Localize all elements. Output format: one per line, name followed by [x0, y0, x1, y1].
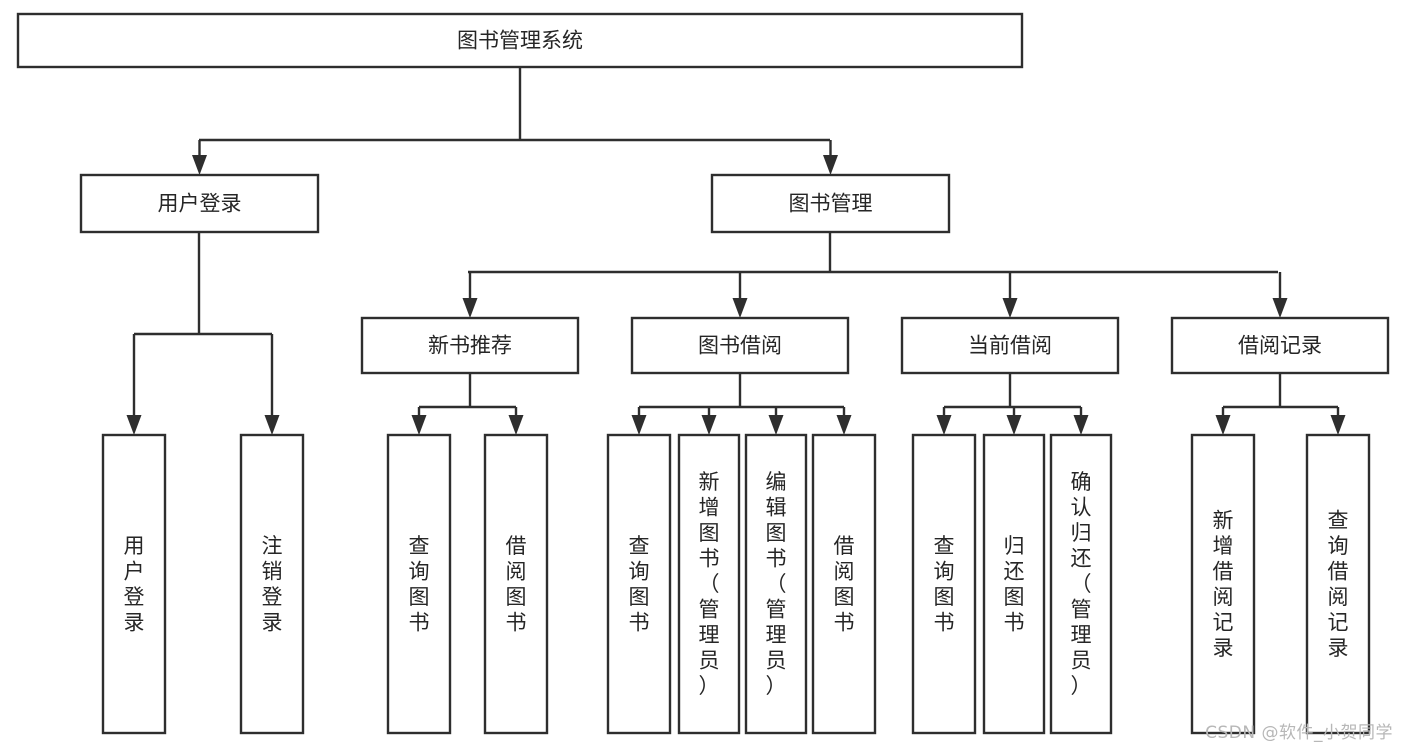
- connector-bar-book-management: [468, 232, 1278, 274]
- node-leaf-borrow-book-1[interactable]: 借阅图书: [483, 433, 549, 735]
- edge-borrow-record-to-leaf-add-record: [1215, 407, 1231, 435]
- node-leaf-return-book[interactable]: 归还图书: [982, 433, 1046, 735]
- node-label: 查询图书: [629, 534, 650, 635]
- node-book-borrow[interactable]: 图书借阅: [630, 316, 850, 375]
- node-label: 当前借阅: [968, 334, 1052, 358]
- node-current-borrow[interactable]: 当前借阅: [900, 316, 1120, 375]
- edge-book-borrow-to-leaf-borrow-book-2: [836, 407, 852, 435]
- node-leaf-edit-book[interactable]: 编辑图书（管理员）: [744, 433, 808, 735]
- node-label: 新增图书（管理员）: [699, 470, 720, 698]
- edge-new-book-recommend-to-leaf-query-book-1: [411, 407, 427, 435]
- node-leaf-borrow-book-2[interactable]: 借阅图书: [811, 433, 877, 735]
- node-label: 新增借阅记录: [1213, 508, 1234, 660]
- node-label: 借阅图书: [834, 534, 855, 635]
- node-leaf-confirm-return[interactable]: 确认归还（管理员）: [1049, 433, 1113, 735]
- node-label: 查询借阅记录: [1328, 508, 1349, 660]
- connector-bar-borrow-record: [1223, 373, 1338, 409]
- edge-book-management-to-new-book-recommend: [462, 272, 478, 318]
- node-leaf-add-record[interactable]: 新增借阅记录: [1190, 433, 1256, 735]
- node-label: 图书管理: [789, 192, 873, 216]
- edge-book-borrow-to-leaf-query-book-2: [631, 407, 647, 435]
- node-label: 借阅记录: [1238, 334, 1322, 358]
- node-leaf-query-book-1[interactable]: 查询图书: [386, 433, 452, 735]
- node-leaf-logout[interactable]: 注销登录: [239, 433, 305, 735]
- node-leaf-add-book[interactable]: 新增图书（管理员）: [677, 433, 741, 735]
- node-label: 查询图书: [934, 534, 955, 635]
- connector-bar-root: [199, 67, 830, 142]
- edge-book-management-to-borrow-record: [1272, 272, 1288, 318]
- node-label: 编辑图书（管理员）: [766, 470, 787, 698]
- connector-bar-user-login: [134, 232, 272, 336]
- node-label: 图书管理系统: [457, 29, 583, 53]
- node-book-management[interactable]: 图书管理: [710, 173, 951, 234]
- edge-user-login-to-leaf-logout: [264, 334, 280, 435]
- node-leaf-user-login[interactable]: 用户登录: [101, 433, 167, 735]
- node-label: 注销登录: [262, 534, 283, 635]
- edge-borrow-record-to-leaf-query-record: [1330, 407, 1346, 435]
- csdn-watermark: CSDN @软件_小贺同学: [1205, 723, 1393, 743]
- node-leaf-query-book-3[interactable]: 查询图书: [911, 433, 977, 735]
- node-borrow-record[interactable]: 借阅记录: [1170, 316, 1390, 375]
- node-label: 新书推荐: [428, 334, 512, 358]
- edge-current-borrow-to-leaf-return-book: [1006, 407, 1022, 435]
- node-user-login[interactable]: 用户登录: [79, 173, 320, 234]
- node-new-book-recommend[interactable]: 新书推荐: [360, 316, 580, 375]
- connectors-layer: [126, 67, 1346, 435]
- nodes-layer: 图书管理系统用户登录图书管理新书推荐图书借阅当前借阅借阅记录用户登录注销登录查询…: [16, 12, 1390, 735]
- node-label: 用户登录: [158, 192, 242, 216]
- edge-book-borrow-to-leaf-add-book: [701, 407, 717, 435]
- node-label: 图书借阅: [698, 334, 782, 358]
- edge-root-to-user-login: [192, 140, 207, 175]
- connector-bar-new-book: [419, 373, 516, 409]
- edge-current-borrow-to-leaf-query-book-3: [936, 407, 952, 435]
- edge-book-management-to-current-borrow: [1002, 272, 1018, 318]
- edge-new-book-recommend-to-leaf-borrow-book-1: [508, 407, 524, 435]
- node-label: 确认归还（管理员）: [1071, 470, 1092, 698]
- node-leaf-query-book-2[interactable]: 查询图书: [606, 433, 672, 735]
- node-root[interactable]: 图书管理系统: [16, 12, 1024, 69]
- connector-bar-current-borrow: [944, 373, 1081, 409]
- node-label: 归还图书: [1004, 534, 1025, 635]
- connector-bar-book-borrow: [639, 373, 844, 409]
- node-leaf-query-record[interactable]: 查询借阅记录: [1305, 433, 1371, 735]
- node-label: 用户登录: [124, 534, 145, 635]
- node-label: 借阅图书: [506, 534, 527, 635]
- node-label: 查询图书: [409, 534, 430, 635]
- edge-root-to-book-management: [823, 140, 838, 175]
- edge-current-borrow-to-leaf-confirm-return: [1073, 407, 1089, 435]
- edge-user-login-to-leaf-user-login: [126, 334, 142, 435]
- edge-book-management-to-book-borrow: [732, 272, 748, 318]
- edge-book-borrow-to-leaf-edit-book: [768, 407, 784, 435]
